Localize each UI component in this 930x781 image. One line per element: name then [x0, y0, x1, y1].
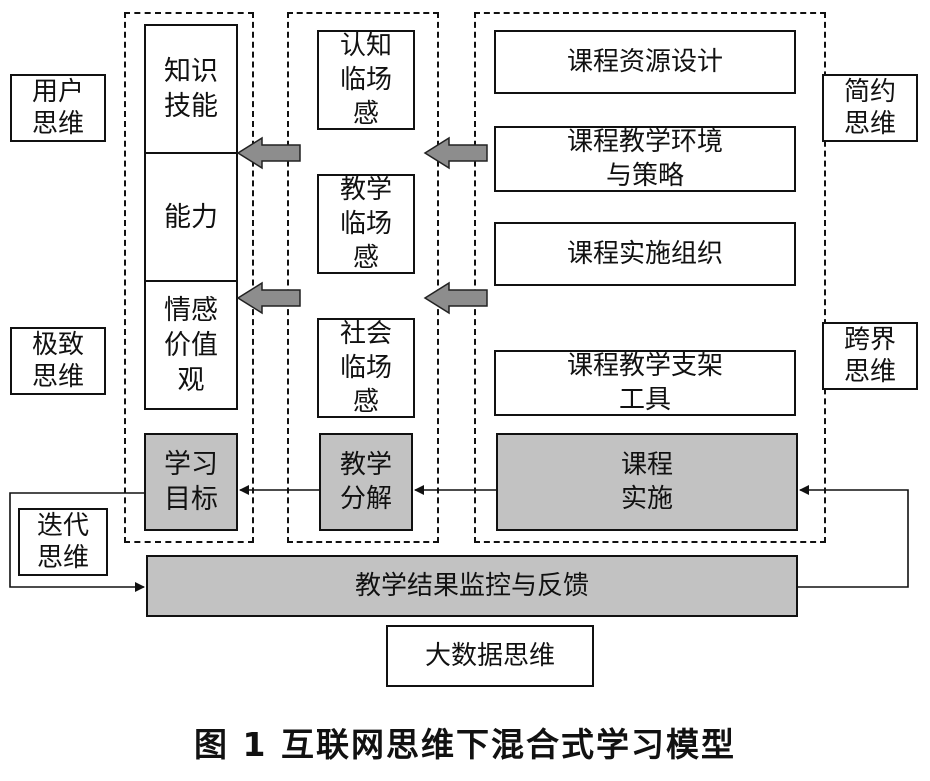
big-data-thinking-label: 大数据思维: [386, 625, 594, 687]
figure-caption: 图 1 互联网思维下混合式学习模型: [194, 725, 736, 764]
arrow-feedback-to-implementation: [798, 485, 909, 588]
arrow-goal-to-feedback: [9, 492, 145, 592]
feedback-monitor-box: 教学结果监控与反馈: [146, 555, 798, 617]
crossover-thinking-label: 跨界 思维: [822, 322, 918, 390]
right-group-frame: [474, 12, 826, 543]
course-environment-strategy-box: 课程教学环境 与策略: [494, 126, 796, 192]
block-arrow-mid-upper: [423, 136, 488, 170]
iteration-thinking-label: 迭代 思维: [18, 508, 108, 576]
cognitive-presence-box: 认知 临场 感: [317, 30, 415, 130]
middle-group-frame: [287, 12, 439, 543]
teaching-presence-box: 教学 临场 感: [317, 174, 415, 274]
knowledge-skill-box: 知识 技能: [144, 24, 238, 154]
block-arrow-left-upper: [236, 136, 301, 170]
teaching-decomposition-box: 教学 分解: [319, 433, 413, 531]
extreme-thinking-label: 极致 思维: [10, 327, 106, 395]
course-implementation-organization-box: 课程实施组织: [494, 222, 796, 286]
learning-goal-box: 学习 目标: [144, 433, 238, 531]
course-resource-design-box: 课程资源设计: [494, 30, 796, 94]
left-group-frame: [124, 12, 254, 543]
simplicity-thinking-label: 简约 思维: [822, 74, 918, 142]
block-arrow-left-lower: [236, 281, 301, 315]
course-scaffold-tools-box: 课程教学支架 工具: [494, 350, 796, 416]
course-implementation-box: 课程 实施: [496, 433, 798, 531]
block-arrow-mid-lower: [423, 281, 488, 315]
user-thinking-label: 用户 思维: [10, 74, 106, 142]
social-presence-box: 社会 临场 感: [317, 318, 415, 418]
emotion-value-box: 情感 价值 观: [144, 280, 238, 410]
